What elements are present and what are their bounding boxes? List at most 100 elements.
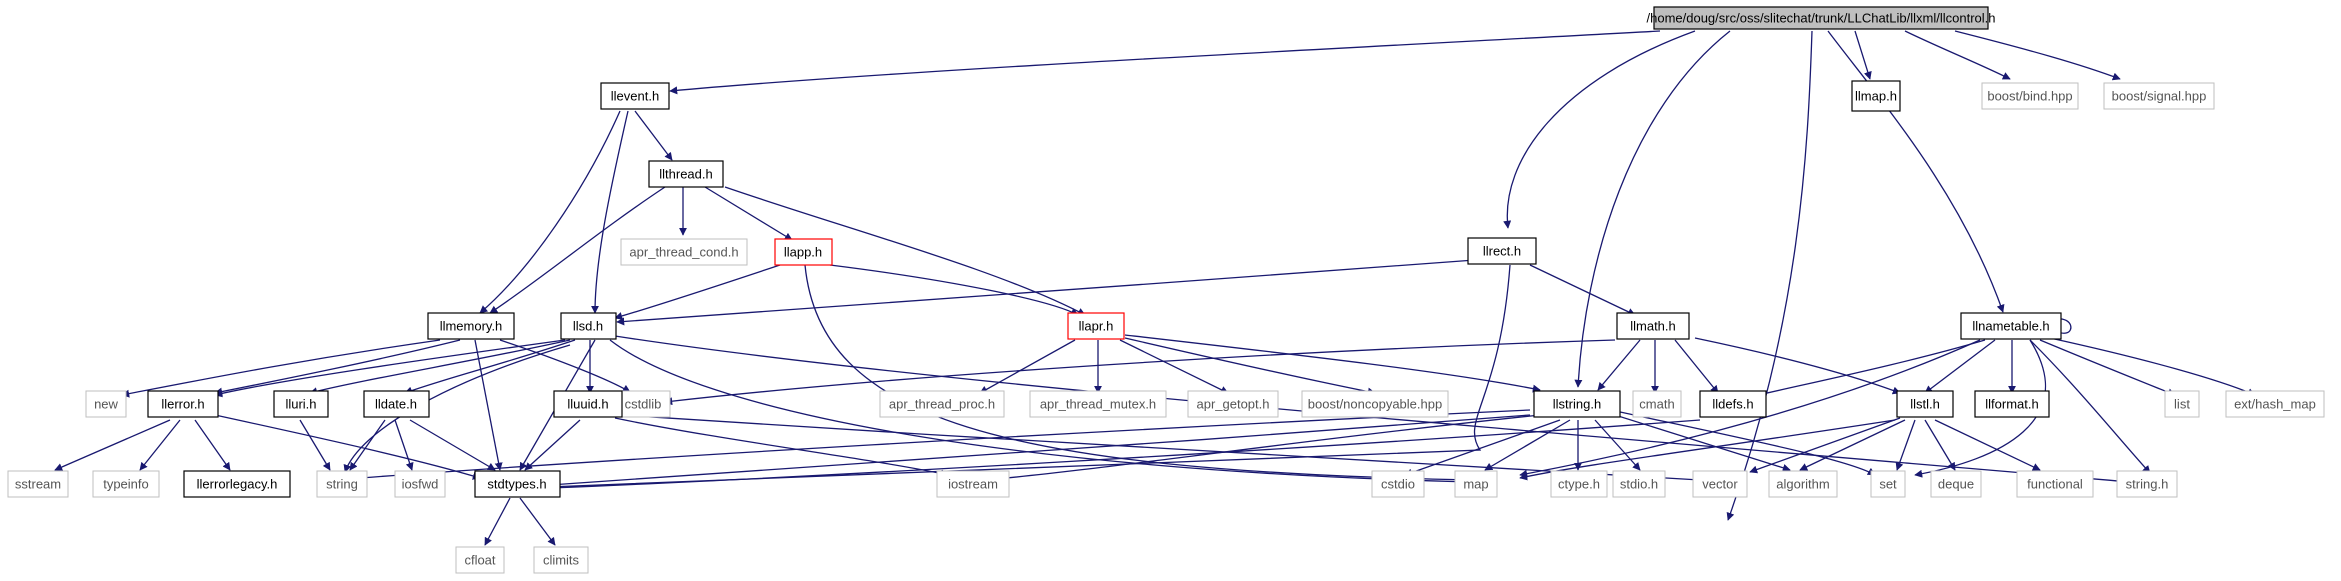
node-cmath-label: cmath bbox=[1639, 397, 1674, 412]
edge-llstl-map bbox=[1519, 419, 1896, 481]
node-llapr[interactable]: llapr.h bbox=[1067, 312, 1125, 340]
edge-lldate-string bbox=[349, 419, 386, 471]
edge-llsd-llerror bbox=[214, 339, 566, 398]
edge-llmath-llstring bbox=[1597, 339, 1641, 391]
node-boost-noncopyable[interactable]: boost/noncopyable.hpp bbox=[1301, 390, 1449, 418]
node-ext-hash-map[interactable]: ext/hash_map bbox=[2225, 390, 2325, 418]
edge-lldefs-stdtypes bbox=[549, 419, 1701, 492]
node-llformat[interactable]: llformat.h bbox=[1974, 390, 2050, 418]
node-new[interactable]: new bbox=[85, 390, 127, 418]
edge-llnametable-llstl bbox=[1924, 339, 1996, 394]
node-llmemory[interactable]: llmemory.h bbox=[427, 312, 515, 340]
node-iostream[interactable]: iostream bbox=[936, 470, 1010, 498]
edge-llcontrol-llmap bbox=[1854, 30, 1872, 80]
edge-lldate-iosfwd bbox=[394, 419, 414, 471]
node-boost-signal[interactable]: boost/signal.hpp bbox=[2103, 82, 2215, 110]
node-vector-label: vector bbox=[1702, 477, 1738, 492]
node-stdtypes-label: stdtypes.h bbox=[487, 477, 546, 492]
node-llstl[interactable]: llstl.h bbox=[1896, 390, 1954, 418]
edge-llmemory-stdtypes bbox=[474, 339, 503, 471]
edge-llapp-llsd bbox=[614, 264, 781, 320]
node-llstring[interactable]: llstring.h bbox=[1533, 390, 1621, 418]
node-llmap-label: llmap.h bbox=[1855, 89, 1897, 104]
edge-llapp-llapr bbox=[829, 264, 1079, 316]
node-stdio-label: stdio.h bbox=[1620, 477, 1658, 492]
node-lldefs[interactable]: lldefs.h bbox=[1699, 390, 1767, 418]
node-llmath-label: llmath.h bbox=[1630, 319, 1676, 334]
node-cstdio[interactable]: cstdio bbox=[1371, 470, 1425, 498]
node-cstdlib[interactable]: cstdlib bbox=[615, 390, 671, 418]
edge-llrect-llsd bbox=[616, 259, 1476, 326]
node-string[interactable]: string bbox=[316, 470, 368, 498]
edge-llapr-llstring bbox=[1124, 334, 1541, 393]
node-deque[interactable]: deque bbox=[1930, 470, 1982, 498]
node-llerror-label: llerror.h bbox=[161, 397, 204, 412]
node-map[interactable]: map bbox=[1454, 470, 1498, 498]
node-set[interactable]: set bbox=[1870, 470, 1906, 498]
node-climits[interactable]: climits bbox=[533, 546, 589, 574]
edge-stdtypes-cfloat bbox=[484, 497, 511, 546]
node-llthread[interactable]: llthread.h bbox=[648, 160, 724, 188]
node-llcontrol[interactable]: /home/doug/src/oss/slitechat/trunk/LLCha… bbox=[1647, 6, 1996, 30]
node-llerrorlegacy-label: llerrorlegacy.h bbox=[197, 477, 278, 492]
edge-llmemory-cstdlib bbox=[499, 339, 631, 393]
edge-llstl-functional bbox=[1934, 419, 2041, 471]
node-algorithm[interactable]: algorithm bbox=[1768, 470, 1838, 498]
node-ctype-label: ctype.h bbox=[1558, 477, 1600, 492]
node-llevent[interactable]: llevent.h bbox=[600, 82, 670, 110]
node-llmath[interactable]: llmath.h bbox=[1616, 312, 1690, 340]
node-llapr-label: llapr.h bbox=[1079, 319, 1114, 334]
edge-llstring-map bbox=[1484, 419, 1571, 471]
edge-llcontrol-vector bbox=[1726, 30, 1813, 521]
node-apr-thread-mutex[interactable]: apr_thread_mutex.h bbox=[1029, 390, 1167, 418]
node-lluuid[interactable]: lluuid.h bbox=[553, 390, 623, 418]
edge-llcontrol-llrect bbox=[1503, 30, 1696, 229]
node-llerrorlegacy[interactable]: llerrorlegacy.h bbox=[183, 470, 291, 498]
node-llnametable[interactable]: llnametable.h bbox=[1960, 312, 2062, 340]
node-ctype[interactable]: ctype.h bbox=[1550, 470, 1608, 498]
node-boost-signal-label: boost/signal.hpp bbox=[2112, 89, 2207, 104]
node-cmath[interactable]: cmath bbox=[1632, 390, 1682, 418]
node-llthread-label: llthread.h bbox=[659, 167, 712, 182]
node-apr-thread-cond[interactable]: apr_thread_cond.h bbox=[620, 238, 748, 266]
node-llapp[interactable]: llapp.h bbox=[774, 238, 833, 266]
node-llerror[interactable]: llerror.h bbox=[147, 390, 219, 418]
edge-llmath-lldefs bbox=[1674, 339, 1719, 394]
edge-llapr-boost-noncopyable bbox=[1124, 337, 1376, 396]
edge-llcontrol-boost-signal bbox=[1954, 30, 2121, 81]
node-lldate[interactable]: lldate.h bbox=[363, 390, 430, 418]
edge-llstl-vector bbox=[1749, 417, 1901, 474]
node-list[interactable]: list bbox=[2164, 390, 2200, 418]
node-llrect[interactable]: llrect.h bbox=[1467, 237, 1537, 265]
edge-llapp-map bbox=[804, 264, 1471, 484]
node-lluri[interactable]: lluri.h bbox=[273, 390, 329, 418]
edge-llapr-apr-thread-proc bbox=[979, 339, 1076, 394]
node-apr-thread-proc[interactable]: apr_thread_proc.h bbox=[879, 390, 1005, 418]
edge-llstring-set bbox=[1619, 411, 1876, 476]
node-stdtypes[interactable]: stdtypes.h bbox=[474, 470, 561, 498]
edge-llstring-cstdio bbox=[1404, 419, 1561, 477]
node-llsd[interactable]: llsd.h bbox=[560, 312, 617, 340]
node-string-h[interactable]: string.h bbox=[2116, 470, 2178, 498]
node-cfloat[interactable]: cfloat bbox=[455, 546, 505, 574]
edge-llmath-cstdlib bbox=[664, 339, 1616, 406]
edge-llsd-lluri bbox=[309, 339, 571, 396]
node-iostream-label: iostream bbox=[948, 477, 998, 492]
edge-llcontrol-llnametable bbox=[1827, 30, 2005, 313]
node-boost-bind[interactable]: boost/bind.hpp bbox=[1981, 82, 2079, 110]
node-llmap[interactable]: llmap.h bbox=[1851, 80, 1901, 112]
edge-llevent-llthread bbox=[634, 110, 673, 161]
node-sstream[interactable]: sstream bbox=[7, 470, 69, 498]
node-deque-label: deque bbox=[1938, 477, 1974, 492]
node-typeinfo[interactable]: typeinfo bbox=[92, 470, 160, 498]
edge-lluuid-stdtypes bbox=[524, 419, 581, 471]
edge-llnametable-lldefs bbox=[1749, 339, 1986, 400]
node-stdio[interactable]: stdio.h bbox=[1612, 470, 1666, 498]
node-functional[interactable]: functional bbox=[2016, 470, 2094, 498]
edge-llnametable-set bbox=[1914, 339, 2046, 478]
node-iosfwd[interactable]: iosfwd bbox=[394, 470, 446, 498]
node-vector[interactable]: vector bbox=[1692, 470, 1748, 498]
node-boost-noncopyable-label: boost/noncopyable.hpp bbox=[1308, 397, 1442, 412]
node-apr-getopt[interactable]: apr_getopt.h bbox=[1187, 390, 1279, 418]
